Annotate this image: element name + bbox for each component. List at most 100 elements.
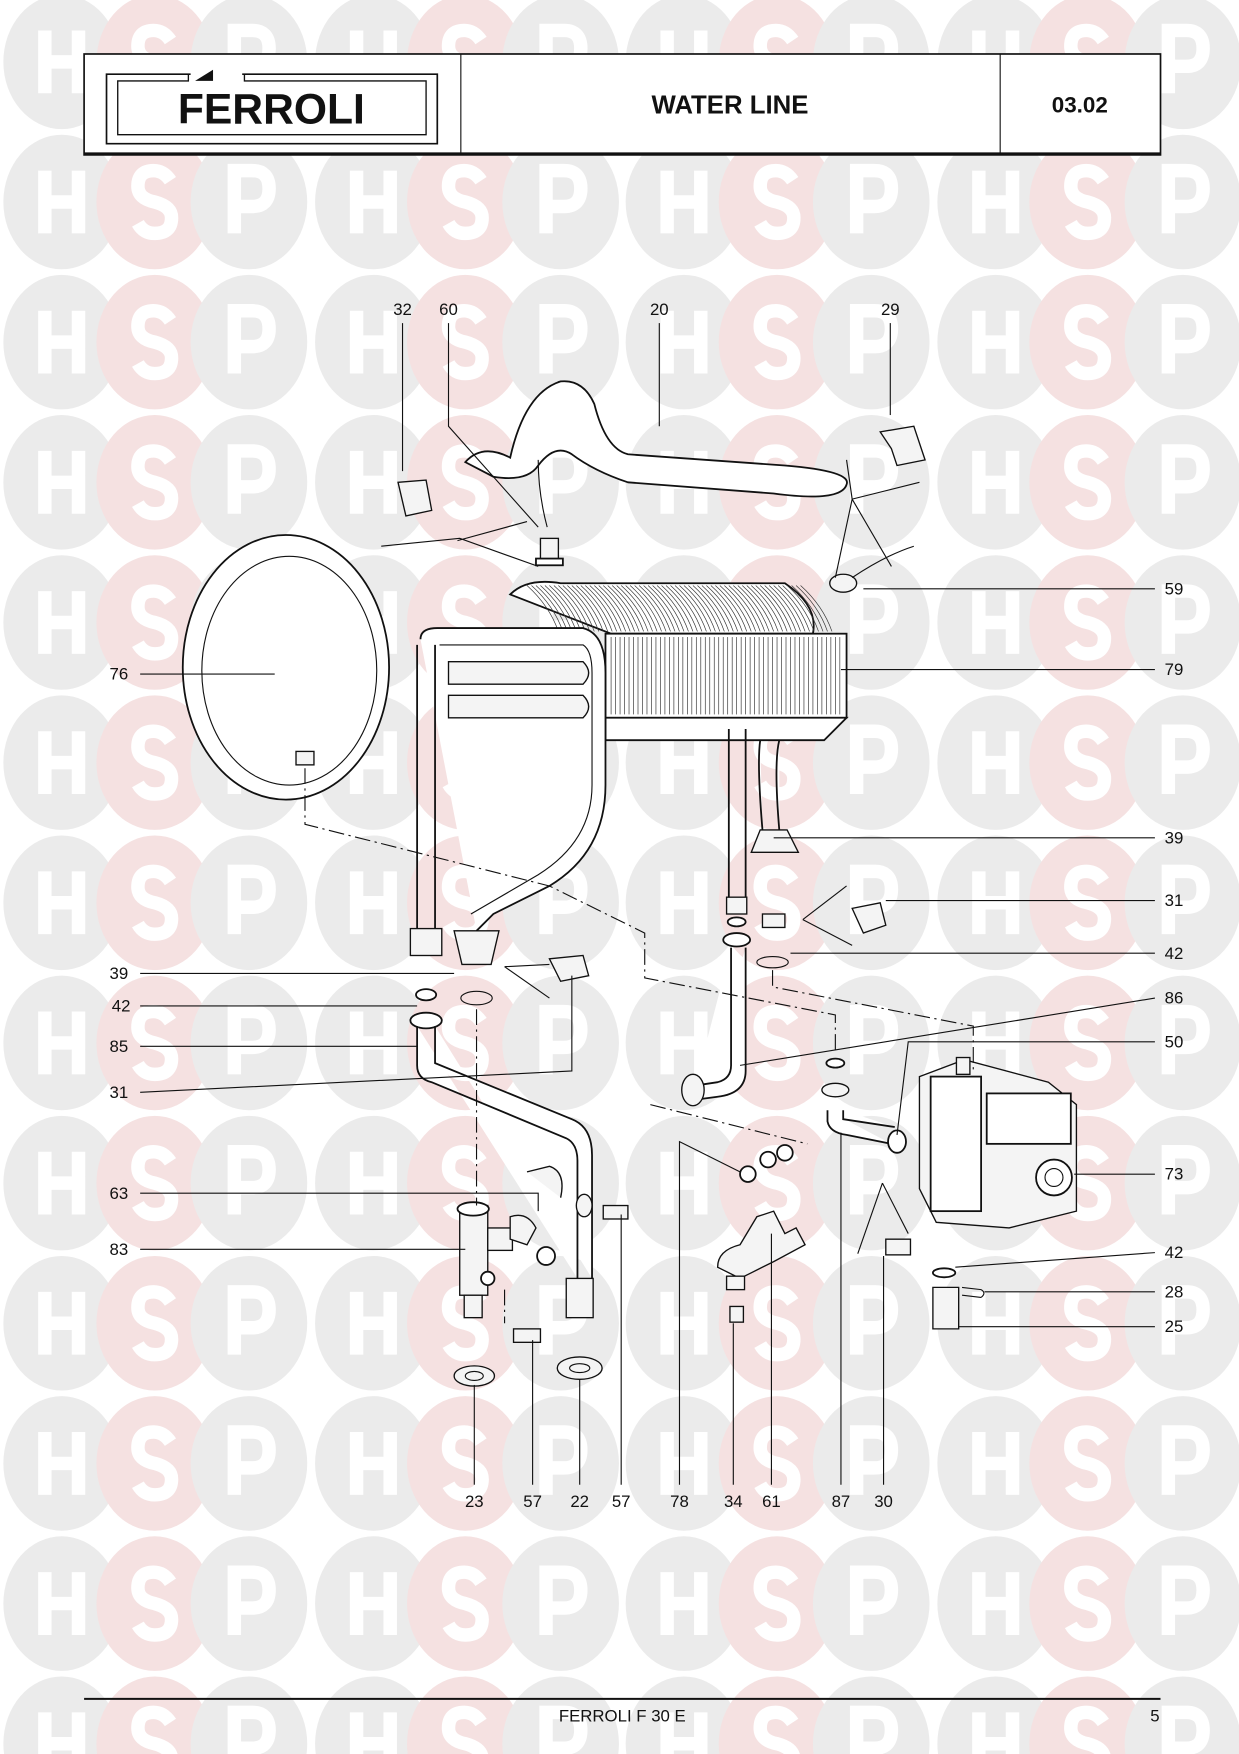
- watermark-letter-glyph: [1064, 163, 1112, 241]
- watermark-letter-glyph: [227, 444, 276, 514]
- watermark-letter-glyph: [1161, 1285, 1210, 1355]
- fin-line: [652, 585, 685, 632]
- watermark-letter-glyph: [131, 304, 179, 381]
- watermark-letter-glyph: [972, 1291, 1020, 1355]
- fin-line: [603, 585, 635, 632]
- fin-line: [791, 585, 824, 632]
- fin-line: [576, 585, 609, 632]
- watermark-letter-glyph: [1161, 163, 1210, 234]
- callout-39: 39: [1165, 828, 1184, 847]
- watermark-letter-glyph: [849, 1004, 899, 1075]
- callout-57: 57: [523, 1492, 542, 1511]
- page-number: 5: [1150, 1706, 1159, 1725]
- callout-42: 42: [1165, 1243, 1184, 1262]
- part-20-shield: [463, 380, 848, 498]
- part-32-clip: [397, 479, 433, 517]
- watermark-circle: [625, 1676, 743, 1754]
- watermark-letter-glyph: [1161, 724, 1210, 795]
- fin-line: [777, 585, 810, 632]
- part-73-pump: [918, 1056, 1078, 1229]
- fin-line: [638, 585, 671, 632]
- watermark-letter-glyph: [38, 1291, 86, 1355]
- fin-line: [585, 585, 618, 632]
- fin-line: [598, 585, 631, 632]
- watermark-letter-glyph: [1161, 444, 1210, 514]
- watermark-letter-glyph: [1064, 584, 1112, 661]
- fin-line: [661, 585, 694, 632]
- watermark-letter-glyph: [38, 1432, 86, 1495]
- callout-32: 32: [393, 300, 412, 319]
- callout-34: 34: [724, 1492, 743, 1511]
- watermark-letter-glyph: [753, 1425, 801, 1502]
- watermark-letter-glyph: [660, 170, 708, 234]
- watermark-letter-glyph: [227, 1565, 276, 1635]
- watermark-letter-glyph: [1161, 1565, 1210, 1635]
- header-box: FERROLI WATER LINE 03.02: [83, 53, 1162, 156]
- fin-line: [697, 585, 730, 632]
- fin-line: [768, 585, 801, 632]
- fin-line: [607, 585, 640, 632]
- watermark-letter-glyph: [227, 304, 276, 374]
- watermark-letter-glyph: [131, 584, 179, 661]
- watermark-letter-glyph: [753, 1285, 801, 1362]
- watermark-letter-glyph: [539, 163, 588, 234]
- callout-79: 79: [1165, 660, 1184, 679]
- fin-line: [625, 585, 658, 632]
- callout-31: 31: [1165, 891, 1184, 910]
- fin-line: [755, 585, 788, 632]
- watermark-letter-glyph: [441, 163, 489, 241]
- watermark-letter-glyph: [1064, 1144, 1112, 1222]
- section-code: 03.02: [1052, 92, 1108, 117]
- watermark-letter-glyph: [660, 871, 708, 935]
- watermark-letter-glyph: [753, 864, 801, 941]
- hsp-watermark: [3, 0, 1239, 1754]
- watermark-letter-glyph: [539, 1004, 588, 1075]
- fin-line: [647, 585, 680, 632]
- watermark-letter-glyph: [753, 304, 801, 381]
- watermark-letter-glyph: [227, 163, 276, 234]
- callout-63: 63: [110, 1184, 129, 1203]
- watermark-letter-glyph: [38, 1572, 86, 1635]
- callout-25: 25: [1165, 1317, 1184, 1336]
- watermark-letter-glyph: [441, 1004, 489, 1082]
- watermark-letter-glyph: [227, 1285, 276, 1355]
- watermark-letter-glyph: [349, 310, 397, 374]
- watermark-letter-glyph: [131, 1705, 178, 1754]
- footer-model: FERROLI F 30 E: [559, 1706, 686, 1725]
- watermark-letter-glyph: [1161, 23, 1210, 94]
- fin-line: [706, 585, 739, 632]
- watermark-letter-glyph: [849, 163, 899, 234]
- fin-line: [634, 585, 667, 632]
- watermark-letter-glyph: [753, 163, 801, 241]
- fin-line: [643, 585, 676, 632]
- watermark-letter-glyph: [131, 1004, 179, 1082]
- watermark-letter-glyph: [972, 1432, 1020, 1495]
- callout-61: 61: [762, 1492, 781, 1511]
- watermark-letter-glyph: [849, 724, 899, 795]
- watermark-letter-glyph: [38, 731, 86, 795]
- watermark-letter-glyph: [131, 1285, 179, 1362]
- callout-85: 85: [110, 1037, 129, 1056]
- fin-line: [795, 585, 828, 632]
- watermark-letter-glyph: [660, 731, 708, 795]
- fin-line: [580, 585, 613, 632]
- callout-76: 76: [110, 665, 129, 684]
- callout-73: 73: [1165, 1165, 1184, 1184]
- callout-42: 42: [1165, 944, 1184, 963]
- watermark-letter-glyph: [660, 1011, 708, 1075]
- watermark-letter-glyph: [131, 864, 179, 941]
- watermark-circle: [3, 1676, 120, 1754]
- watermark-letter-glyph: [441, 1565, 489, 1642]
- watermark-letter-glyph: [38, 1151, 86, 1215]
- watermark-letter-glyph: [1064, 444, 1112, 521]
- fin-line: [683, 585, 716, 632]
- fin-line: [782, 585, 815, 632]
- callout-39: 39: [110, 964, 129, 983]
- watermark-letter-glyph: [38, 310, 86, 374]
- watermark-letter-glyph: [1161, 1004, 1210, 1075]
- watermark-letter-glyph: [753, 1705, 800, 1754]
- watermark-letter-glyph: [38, 1011, 86, 1075]
- fin-line: [701, 585, 734, 632]
- watermark-letter-glyph: [441, 1705, 489, 1754]
